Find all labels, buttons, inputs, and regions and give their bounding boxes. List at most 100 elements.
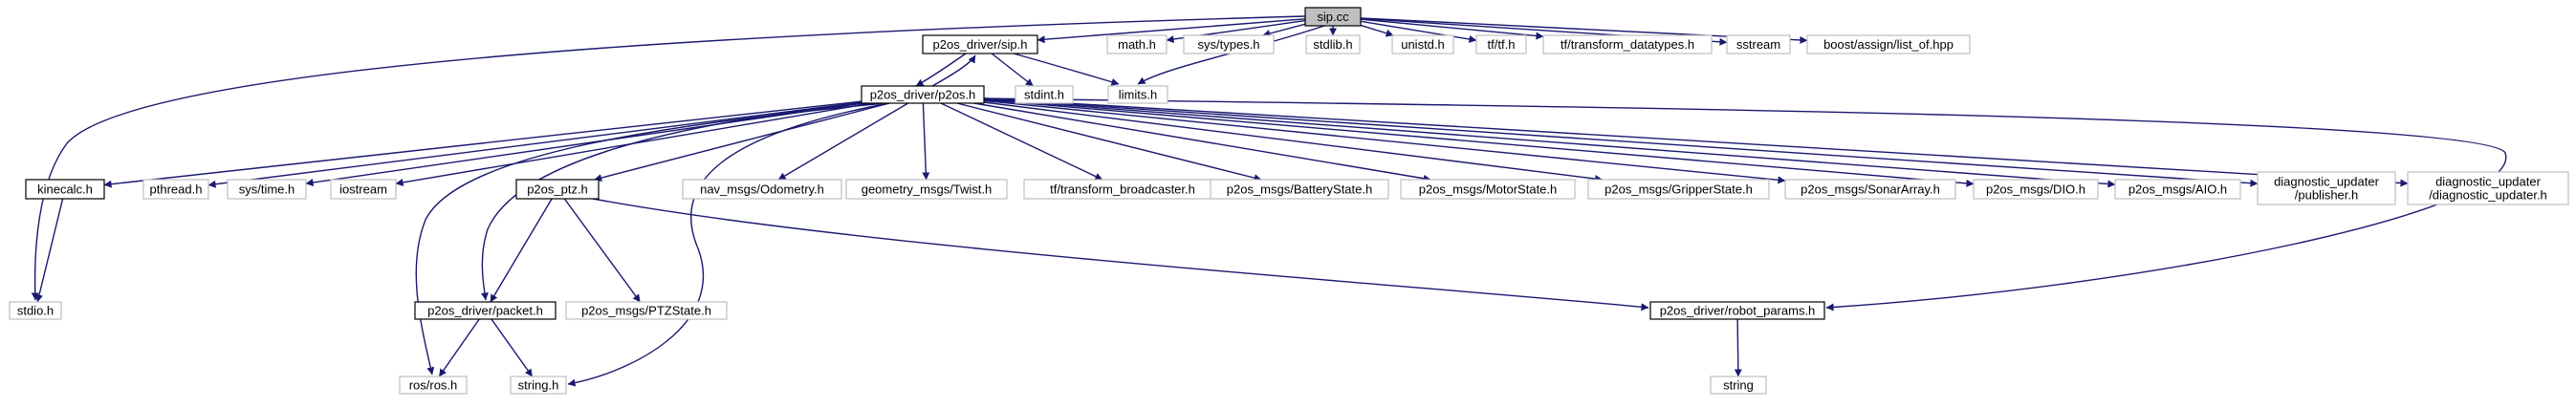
edge-sip-cc-to-stdio-h [31, 15, 1306, 301]
node-sip-cc[interactable]: sip.cc [1304, 7, 1362, 27]
node-label: p2os_driver/p2os.h [870, 88, 976, 102]
node-box [1106, 34, 1168, 54]
node-box [1542, 34, 1713, 54]
node-box [1107, 85, 1168, 104]
node-box [515, 179, 600, 200]
edge-p2os-ptz-h-to-ptzstate-h [563, 198, 641, 303]
node-box [399, 376, 468, 395]
edge-p2os-h-to-robot-params-h [983, 97, 2507, 311]
node-diag-upd-h: diagnostic_updater/diagnostic_updater.h [2407, 171, 2569, 205]
node-stdio-h: stdio.h [9, 301, 62, 320]
edge-p2os-h-to-packet-h [480, 102, 866, 301]
edge-p2os-h-to-p2os-sip-h [931, 54, 976, 87]
node-string: string [1710, 376, 1767, 395]
node-box [1015, 85, 1074, 104]
node-label: p2os_driver/sip.h [933, 37, 1028, 52]
edge-p2os-h-to-dio-h [983, 98, 1975, 187]
node-label-line: diagnostic_updater [2274, 175, 2380, 189]
node-packet-h[interactable]: p2os_driver/packet.h [414, 301, 557, 320]
node-box [1806, 34, 1971, 54]
node-box [861, 85, 985, 104]
edge-kinecalc-h-to-stdio-h [35, 198, 64, 303]
node-string-h: string.h [510, 376, 567, 395]
node-list-of-hpp: boost/assign/list_of.hpp [1806, 34, 1971, 54]
node-label: sstream [1736, 37, 1780, 52]
edge-p2os-h-to-pthread-h [207, 101, 862, 188]
node-p2os-h[interactable]: p2os_driver/p2os.h [861, 85, 985, 104]
node-label: stdint.h [1024, 88, 1064, 102]
node-box [2114, 179, 2241, 200]
node-p2os-ptz-h[interactable]: p2os_ptz.h [515, 179, 600, 200]
node-box [330, 179, 397, 200]
node-label: tf/transform_datatypes.h [1561, 37, 1694, 52]
node-label: sip.cc [1317, 10, 1349, 24]
node-iostream: iostream [330, 179, 397, 200]
node-tf-broadcaster-h: tf/transform_broadcaster.h [1023, 179, 1222, 200]
node-box [510, 376, 567, 395]
node-box [1784, 179, 1956, 200]
node-box [1391, 34, 1454, 54]
node-label: p2os_driver/packet.h [427, 304, 543, 318]
node-box [1973, 179, 2099, 200]
edge-p2os-h-to-string-h [567, 102, 890, 387]
node-label: p2os_msgs/AIO.h [2128, 183, 2227, 197]
node-label: p2os_msgs/DIO.h [1986, 183, 2085, 197]
node-label: pthread.h [150, 183, 203, 197]
node-label: tf/tf.h [1488, 37, 1516, 52]
node-box [1304, 7, 1362, 27]
node-aio-h: p2os_msgs/AIO.h [2114, 179, 2241, 200]
node-label: tf/transform_broadcaster.h [1050, 183, 1195, 197]
node-label: iostream [339, 183, 387, 197]
node-box [1710, 376, 1767, 395]
edge-sip-cc-to-sys-types-h [1262, 23, 1306, 37]
node-p2os-sip-h[interactable]: p2os_driver/sip.h [922, 34, 1038, 54]
edge-p2os-h-to-diag-pub-h [983, 97, 2259, 187]
edge-p2os-h-to-tf-broadcaster-h [940, 102, 1103, 181]
edge-p2os-h-to-ros-h [415, 102, 885, 376]
node-label: sys/time.h [239, 183, 295, 197]
edge-p2os-sip-h-to-p2os-h [915, 53, 967, 87]
node-gripper-h: p2os_msgs/GripperState.h [1587, 179, 1770, 200]
edge-robot-params-h-to-string [1734, 318, 1742, 377]
edge-packet-h-to-string-h [491, 318, 534, 377]
node-diag-pub-h: diagnostic_updater/publisher.h [2257, 171, 2396, 205]
node-robot-params-h[interactable]: p2os_driver/robot_params.h [1649, 301, 1825, 320]
node-label: p2os_msgs/MotorState.h [1419, 183, 1558, 197]
node-box [1400, 179, 1576, 200]
edge-p2os-h-to-motor-h [973, 102, 1431, 183]
node-sys-time-h: sys/time.h [227, 179, 307, 200]
node-label: p2os_msgs/BatteryState.h [1227, 183, 1372, 197]
node-box [1475, 34, 1527, 54]
node-dio-h: p2os_msgs/DIO.h [1973, 179, 2099, 200]
node-label: sys/types.h [1197, 37, 1259, 52]
edge-p2os-h-to-odometry-h [777, 102, 909, 181]
node-box [1305, 34, 1361, 54]
node-box [1587, 179, 1770, 200]
node-sys-types-h: sys/types.h [1183, 34, 1275, 54]
node-box [414, 301, 557, 320]
node-sonar-h: p2os_msgs/SonarArray.h [1784, 179, 1956, 200]
edge-sip-cc-to-unistd-h [1360, 24, 1394, 37]
edge-p2os-h-to-kinecalc-h [103, 100, 862, 188]
node-box [845, 179, 1008, 200]
node-stdint-h: stdint.h [1015, 85, 1074, 104]
edge-p2os-h-to-sys-time-h [305, 102, 863, 186]
edge-p2os-h-to-gripper-h [983, 101, 1604, 183]
node-box [682, 179, 842, 200]
node-label: boost/assign/list_of.hpp [1823, 37, 1954, 52]
node-label: limits.h [1119, 88, 1157, 102]
node-tf-datatypes-h: tf/transform_datatypes.h [1542, 34, 1713, 54]
node-box [2407, 171, 2569, 205]
edge-p2os-h-to-p2os-ptz-h [594, 102, 890, 182]
node-label: ros/ros.h [409, 378, 458, 393]
edge-sip-cc-to-tf-datatypes-h [1360, 18, 1544, 40]
node-ptzstate-h: p2os_msgs/PTZState.h [565, 301, 728, 320]
node-kinecalc-h[interactable]: kinecalc.h [25, 179, 105, 200]
node-tf-h: tf/tf.h [1475, 34, 1527, 54]
node-pthread-h: pthread.h [142, 179, 209, 200]
node-label: p2os_msgs/SonarArray.h [1801, 183, 1940, 197]
node-label: stdlib.h [1313, 37, 1352, 52]
node-label-line: /diagnostic_updater.h [2429, 188, 2547, 203]
edge-p2os-sip-h-to-stdint-h [991, 53, 1034, 87]
